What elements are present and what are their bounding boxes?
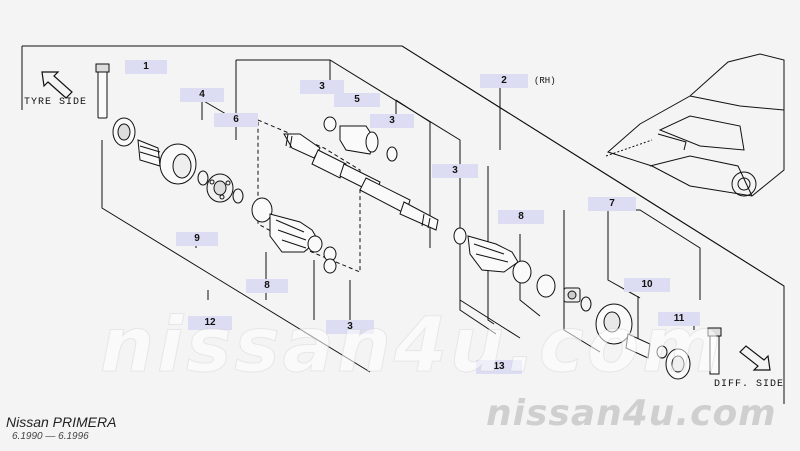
production-dates: 6.1990 — 6.1996 [12,431,89,442]
callout-part-2[interactable]: 2 [480,74,528,88]
diff-side-label: DIFF. SIDE [714,379,785,390]
callout-part-5[interactable]: 5 [334,93,380,107]
callout-part-3[interactable]: 3 [300,80,344,94]
outer-cv-joint-icon [137,139,197,185]
callout-part-7[interactable]: 7 [588,197,636,211]
callout-part-9[interactable]: 9 [176,232,218,246]
tyre-side-label: TYRE SIDE [24,97,88,108]
part-1-tube-icon [95,63,110,119]
callout-part-4[interactable]: 4 [180,88,224,102]
callout-part-12[interactable]: 12 [188,316,232,330]
callout-part-3[interactable]: 3 [326,320,374,334]
diff-side-tube-icon [707,327,722,375]
callout-part-1[interactable]: 1 [125,60,167,74]
callout-part-3[interactable]: 3 [432,164,478,178]
callout-part-6[interactable]: 6 [214,113,258,127]
callout-part-11[interactable]: 11 [658,312,700,326]
callout-part-8[interactable]: 8 [498,210,544,224]
callout-part-13[interactable]: 13 [476,360,522,374]
spider-tripod-icon [563,287,581,303]
drive-shaft-icon [283,133,439,231]
inner-boot-icon [453,227,556,298]
part-11-seal-icon [665,348,691,380]
part-5-damper-icon [339,125,375,155]
watermark-corner: nissan4u.com [486,393,777,434]
part-3-clip-icon [323,116,337,132]
callout-part-3[interactable]: 3 [370,114,414,128]
model-title: Nissan PRIMERA [6,414,117,430]
watermark-main: nissan4u.com [99,300,725,390]
outer-boot-icon [251,197,337,274]
callout-part-10[interactable]: 10 [624,278,670,292]
car-location-icon [605,53,785,197]
tyre-side-arrow-icon [41,71,73,99]
rh-note: (RH) [534,76,556,86]
inner-cv-housing-icon [595,303,651,359]
diff-side-arrow-icon [739,345,771,371]
part-4-bearing-icon [206,173,234,203]
callout-part-8[interactable]: 8 [246,279,288,293]
